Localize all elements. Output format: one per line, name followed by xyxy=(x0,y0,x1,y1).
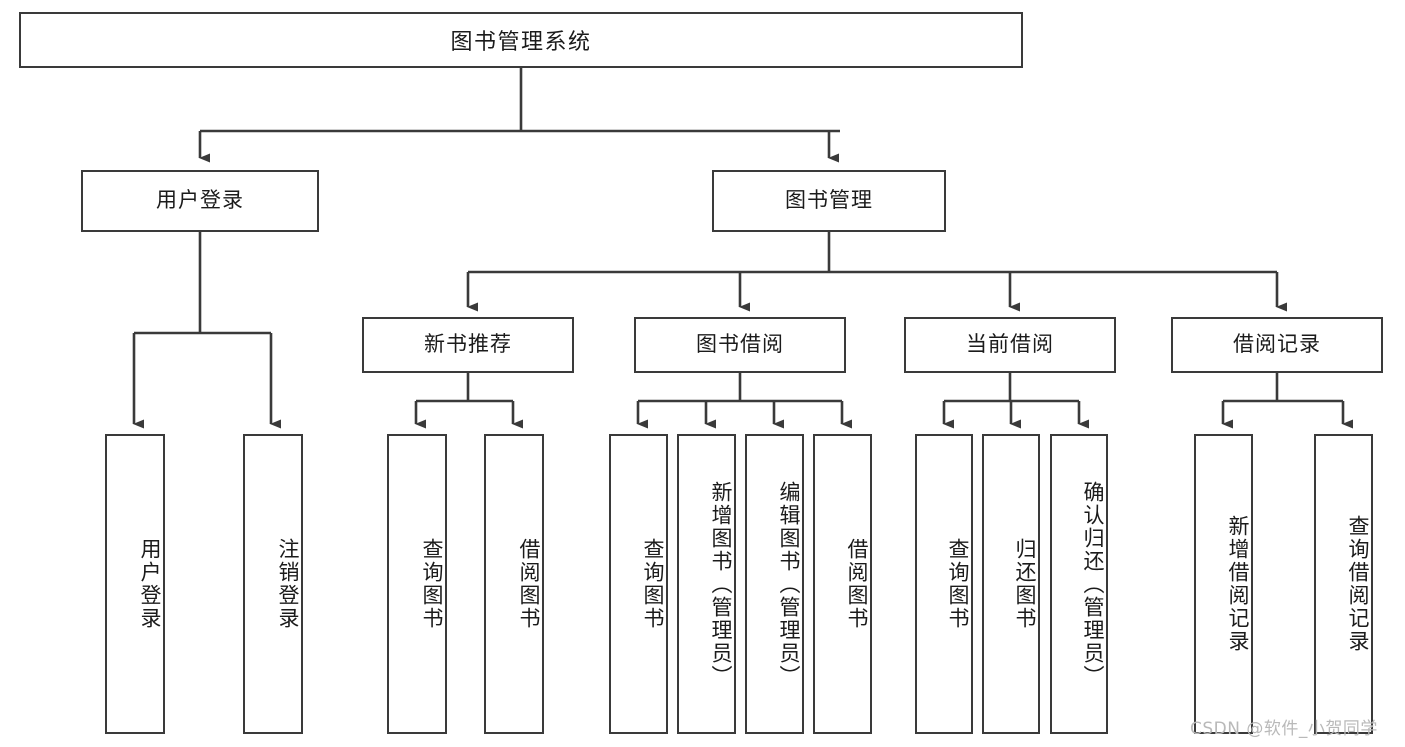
node-leaf-query-book-a[interactable]: 查询图书 xyxy=(387,434,447,734)
node-borrow-record[interactable]: 借阅记录 xyxy=(1171,317,1383,373)
node-user-login[interactable]: 用户登录 xyxy=(81,170,319,232)
node-leaf-query-borrow-record[interactable]: 查询借阅记录 xyxy=(1314,434,1373,734)
node-label: 查询图书 xyxy=(946,538,970,630)
node-label: 新增借阅记录 xyxy=(1226,515,1250,653)
watermark-text: CSDN @软件_小贺同学 xyxy=(1190,719,1378,739)
node-leaf-add-borrow-record[interactable]: 新增借阅记录 xyxy=(1194,434,1253,734)
node-book-borrow[interactable]: 图书借阅 xyxy=(634,317,846,373)
node-label: 新增图书（管理员） xyxy=(709,480,733,688)
node-leaf-add-book[interactable]: 新增图书（管理员） xyxy=(677,434,736,734)
node-label: 查询图书 xyxy=(420,538,444,630)
node-root[interactable]: 图书管理系统 xyxy=(19,12,1023,68)
node-leaf-borrow-book-b[interactable]: 借阅图书 xyxy=(813,434,872,734)
node-leaf-logout-login[interactable]: 注销登录 xyxy=(243,434,303,734)
node-book-manage[interactable]: 图书管理 xyxy=(712,170,946,232)
node-label: 查询借阅记录 xyxy=(1346,515,1370,653)
node-leaf-user-login[interactable]: 用户登录 xyxy=(105,434,165,734)
node-label: 确认归还（管理员） xyxy=(1081,480,1105,688)
node-current-borrow[interactable]: 当前借阅 xyxy=(904,317,1116,373)
node-label: 注销登录 xyxy=(276,538,300,630)
node-new-book-recommend[interactable]: 新书推荐 xyxy=(362,317,574,373)
node-leaf-edit-book[interactable]: 编辑图书（管理员） xyxy=(745,434,804,734)
node-leaf-query-book-b[interactable]: 查询图书 xyxy=(609,434,668,734)
node-leaf-query-book-c[interactable]: 查询图书 xyxy=(915,434,973,734)
node-label: 归还图书 xyxy=(1013,538,1037,630)
node-label: 编辑图书（管理员） xyxy=(777,480,801,688)
node-leaf-return-book[interactable]: 归还图书 xyxy=(982,434,1040,734)
node-label: 借阅图书 xyxy=(845,538,869,630)
node-label: 借阅图书 xyxy=(517,538,541,630)
node-label: 用户登录 xyxy=(138,538,162,630)
node-leaf-confirm-return[interactable]: 确认归还（管理员） xyxy=(1050,434,1108,734)
node-leaf-borrow-book-a[interactable]: 借阅图书 xyxy=(484,434,544,734)
node-label: 查询图书 xyxy=(641,538,665,630)
